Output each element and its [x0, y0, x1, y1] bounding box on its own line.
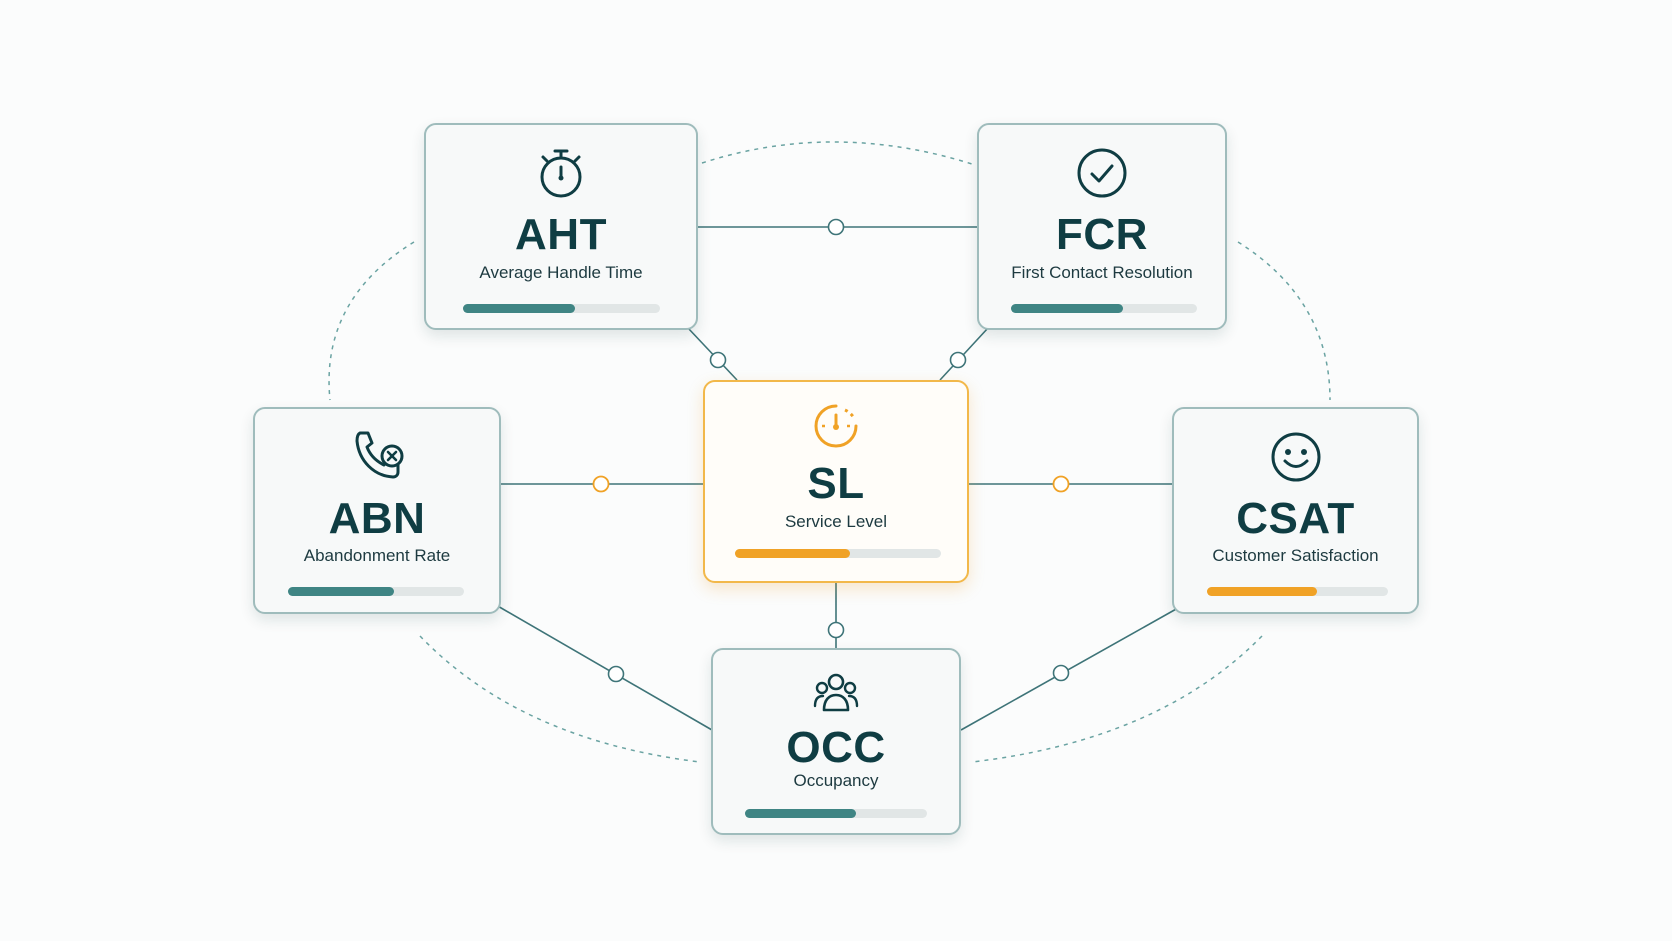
kpi-card-aht[interactable]: AHT Average Handle Time: [424, 123, 698, 330]
kpi-card-fcr[interactable]: FCR First Contact Resolution: [977, 123, 1227, 330]
outer-ring-left: [328, 241, 415, 401]
connector-marker: [949, 351, 967, 369]
kpi-abbreviation: OCC: [786, 723, 886, 772]
kpi-card-occ[interactable]: OCC Occupancy: [711, 648, 961, 835]
progress-bar: [288, 587, 464, 596]
link-abn-occ: [495, 604, 713, 731]
outer-ring-right: [1237, 241, 1331, 401]
kpi-label: Occupancy: [793, 771, 879, 790]
check-circle-icon: [1076, 147, 1128, 199]
connector-marker: [1052, 664, 1070, 682]
outer-ring-bottom-left: [419, 635, 701, 763]
link-fcr-sl: [939, 327, 989, 381]
connector-marker: [709, 351, 727, 369]
outer-ring-bottom-right: [971, 635, 1263, 763]
phone-cancel-icon: [352, 429, 408, 483]
progress-bar: [1207, 587, 1388, 596]
connector-marker: [827, 218, 845, 236]
kpi-card-sl[interactable]: SL Service Level: [703, 380, 969, 583]
smiley-icon: [1270, 431, 1322, 483]
kpi-abbreviation: ABN: [328, 494, 426, 543]
connector-marker-orange: [1052, 475, 1070, 493]
kpi-label: Service Level: [784, 512, 888, 531]
kpi-label: First Contact Resolution: [1011, 263, 1193, 282]
progress-fill: [1011, 304, 1123, 313]
progress-fill: [1207, 587, 1318, 596]
progress-bar: [745, 809, 927, 818]
kpi-abbreviation: SL: [807, 459, 865, 508]
connector-marker: [607, 665, 625, 683]
kpi-label: Average Handle Time: [479, 263, 643, 282]
kpi-abbreviation: FCR: [1056, 210, 1148, 259]
kpi-label: Abandonment Rate: [303, 546, 451, 565]
connector-marker-orange: [592, 475, 610, 493]
stopwatch-icon: [535, 147, 587, 199]
outer-ring-top: [701, 141, 976, 166]
kpi-card-abn[interactable]: ABN Abandonment Rate: [253, 407, 501, 614]
kpi-abbreviation: CSAT: [1236, 494, 1355, 543]
progress-bar: [463, 304, 660, 313]
progress-fill: [288, 587, 394, 596]
kpi-abbreviation: AHT: [515, 210, 607, 259]
connector-marker: [827, 621, 845, 639]
progress-bar: [735, 549, 941, 558]
link-csat-occ: [960, 607, 1179, 731]
kpi-label: Customer Satisfaction: [1212, 546, 1379, 565]
progress-bar: [1011, 304, 1197, 313]
progress-fill: [463, 304, 576, 313]
kpi-card-csat[interactable]: CSAT Customer Satisfaction: [1172, 407, 1419, 614]
team-icon: [813, 670, 859, 714]
progress-fill: [745, 809, 857, 818]
clock-gauge-icon: [812, 402, 860, 450]
progress-fill: [735, 549, 851, 558]
